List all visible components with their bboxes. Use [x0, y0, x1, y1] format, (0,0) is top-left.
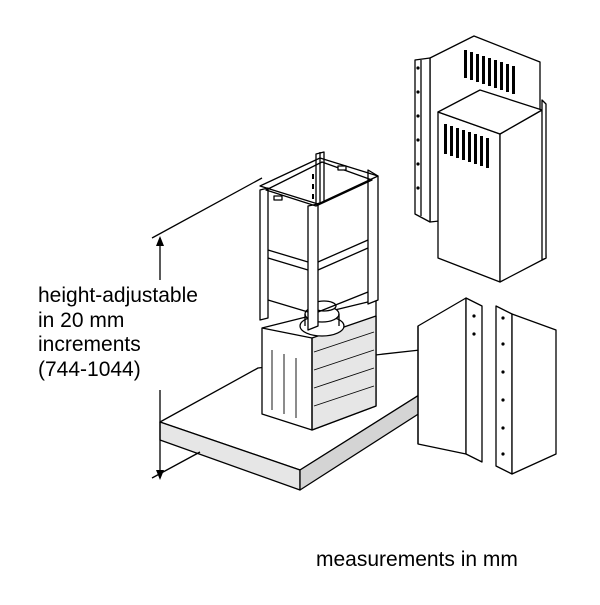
height-label-line: in 20 mm	[38, 308, 125, 332]
fan-housing	[261, 299, 377, 431]
units-note: measurements in mm	[316, 548, 518, 571]
height-adjustment-label: height-adjustable in 20 mm increments (7…	[38, 284, 198, 382]
screw-holes-lower-right	[501, 316, 505, 456]
vent-slots-front	[444, 124, 489, 168]
vent-slots-back	[464, 50, 515, 94]
adjustment-slots	[312, 174, 314, 199]
lower-chimney-cover-left	[417, 297, 483, 463]
screw-holes-lower-left	[472, 314, 476, 336]
lower-chimney-cover-right	[495, 305, 557, 475]
screw-holes-back	[416, 66, 420, 190]
exhaust-outlet	[299, 300, 345, 337]
height-label-line: increments	[38, 333, 141, 356]
height-label-line: (744-1044)	[38, 357, 141, 381]
height-label-line: height-adjustable	[38, 284, 198, 307]
support-frame	[259, 151, 379, 331]
upper-chimney-cover-front	[437, 89, 547, 283]
height-dimension-line	[151, 177, 263, 480]
